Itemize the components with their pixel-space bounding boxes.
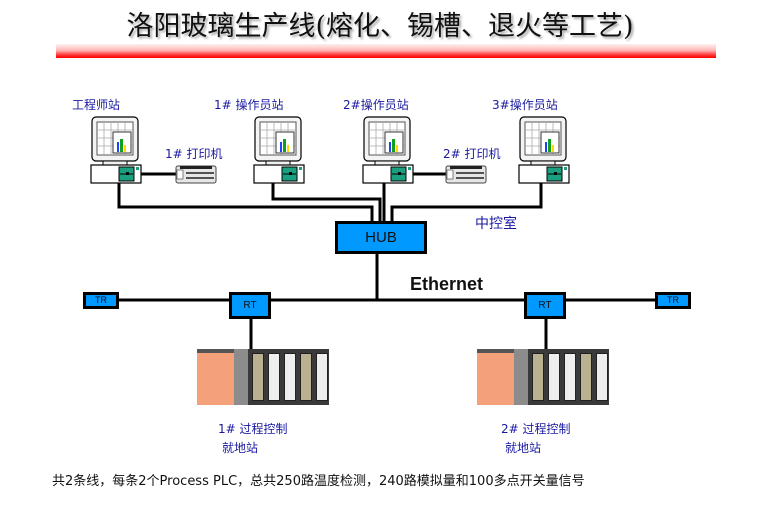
computer-icon[interactable] [253, 116, 305, 184]
computer-icon[interactable] [518, 116, 570, 184]
computer-icon[interactable] [90, 116, 142, 184]
terminator-label: TR [95, 295, 107, 305]
plc-rack-icon[interactable] [197, 349, 329, 405]
plc-rack-icon[interactable] [477, 349, 609, 405]
plc-station-1-label-line2: 就地站 [222, 441, 259, 455]
station-label-op1: 1# 操作员站 [214, 98, 284, 112]
footer-summary: 共2条线，每条2个Process PLC，总共250路温度检测，240路模拟量和… [52, 474, 585, 489]
repeater-1[interactable]: RT [229, 292, 271, 319]
plc-station-1-label-line1: 1# 过程控制 [218, 422, 288, 436]
printer-label-1: 1# 打印机 [165, 147, 223, 161]
cable-op1-hub [271, 183, 382, 222]
plc-io-module [268, 353, 280, 401]
computer-icon[interactable] [362, 116, 414, 184]
hub-label: HUB [365, 229, 397, 246]
printer-label-2: 2# 打印机 [443, 147, 501, 161]
plc-io-module [252, 353, 264, 401]
terminator-left[interactable]: TR [83, 292, 119, 309]
repeater-2[interactable]: RT [524, 292, 566, 319]
plc-station-2-label-line1: 2# 过程控制 [501, 422, 571, 436]
plc-power-supply [197, 349, 234, 405]
plc-io-module [316, 353, 328, 401]
terminator-right[interactable]: TR [655, 292, 691, 309]
plc-io-module [564, 353, 576, 401]
plc-io-module [580, 353, 592, 401]
plc-cpu-module [514, 349, 528, 405]
title-underline-bar [56, 44, 716, 58]
repeater-label: RT [243, 300, 257, 311]
station-label-op3: 3#操作员站 [492, 98, 558, 112]
plc-io-module [548, 353, 560, 401]
plc-station-2-label-line2: 就地站 [505, 441, 542, 455]
station-label-op2: 2#操作员站 [343, 98, 409, 112]
page-title: 洛阳玻璃生产线(熔化、锡槽、退火等工艺) [126, 11, 634, 42]
plc-io-module [596, 353, 608, 401]
cable-op3-hub [390, 183, 543, 222]
plc-io-module [532, 353, 544, 401]
plc-io-module [284, 353, 296, 401]
cable-engineer-hub [117, 183, 374, 222]
plc-power-supply [477, 349, 514, 405]
plc-cpu-module [234, 349, 248, 405]
printer-icon[interactable] [175, 165, 217, 184]
terminator-label: TR [667, 295, 679, 305]
repeater-label: RT [538, 300, 552, 311]
station-label-engineer: 工程师站 [72, 98, 121, 112]
ethernet-label: Ethernet [410, 274, 484, 294]
printer-icon[interactable] [445, 165, 487, 184]
plc-io-module [300, 353, 312, 401]
hub-box[interactable]: HUB [335, 221, 427, 254]
control-room-label: 中控室 [475, 216, 517, 232]
